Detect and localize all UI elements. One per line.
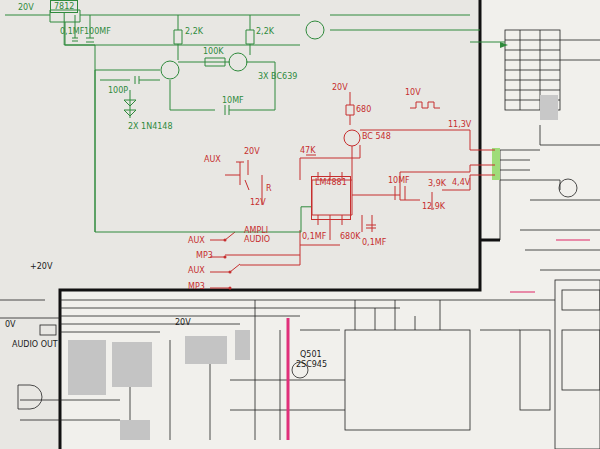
component-label: 20V [175,318,191,327]
node-text: 7812 [54,2,74,11]
component-label: 2SC945 [296,360,327,369]
ic-box: LM4881 [311,176,351,220]
component-label: 11,3V [448,120,471,129]
component-label: 0,1MF [60,27,84,36]
component-label: 47K [300,146,315,155]
component-label: 100MF [84,27,111,36]
component-label: AUX [188,236,205,245]
component-label: Q501 [300,350,322,359]
component-label: 10MF [222,96,244,105]
component-label: 3,9K [428,179,446,188]
component-label: 680K [340,232,361,241]
component-label: MP3 [196,251,213,260]
component-label: 12,9K [422,202,445,211]
component-label: AUX [204,155,221,164]
component-label: AUX [188,266,205,275]
regulator-box: 7812 [50,0,78,13]
component-label: AMPLI AUDIO [244,226,278,244]
component-label: BC 548 [362,132,391,141]
component-label: 4,4V [452,178,470,187]
component-label: 0V [5,320,16,329]
component-label: 3X BC639 [258,72,297,81]
component-label: 10MF [388,176,410,185]
component-label: 2,2K [185,27,203,36]
component-label: MP3 [188,282,205,291]
component-label: R [266,184,272,193]
wire-connector [64,13,311,232]
component-label: 100P [108,86,128,95]
component-label: 0,1MF [362,238,386,247]
node-text: LM4881 [315,178,347,187]
component-label: 680 [356,105,371,114]
component-label: 20V [244,147,260,156]
component-label: AUDIO OUT [12,340,58,349]
component-label: 0,1MF [302,232,326,241]
component-label: 10V [405,88,421,97]
component-label: 20V [18,3,34,12]
component-label: 100K [203,47,224,56]
component-label: 2X 1N4148 [128,122,173,131]
component-label: 20V [332,83,348,92]
component-label: 12V [250,198,266,207]
component-label: +20V [30,262,52,271]
component-label: 2,2K [256,27,274,36]
